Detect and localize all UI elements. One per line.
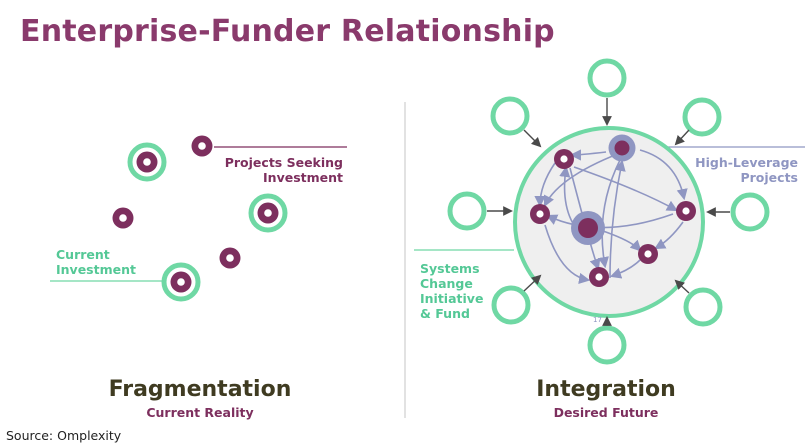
high-leverage-project-node <box>571 211 605 245</box>
source-credit: Source: Omplexity <box>6 428 122 443</box>
page-title: Enterprise-Funder Relationship <box>20 14 555 49</box>
fragmentation-subheading: Current Reality <box>146 405 254 420</box>
funder-ring <box>682 97 722 137</box>
funder-ring <box>491 285 531 325</box>
project-node <box>112 207 134 229</box>
high-leverage-line-1: High-Leverage <box>695 155 798 170</box>
current-investment-label: Current Investment <box>56 247 166 277</box>
project-node <box>589 267 609 287</box>
projects-seeking-label: Projects Seeking Investment <box>210 155 343 185</box>
projects-seeking-line-2: Investment <box>263 170 343 185</box>
funder-ring <box>447 191 487 231</box>
project-node <box>676 201 696 221</box>
project-node <box>219 247 241 269</box>
funded-project-node <box>161 262 201 302</box>
integration-subheading: Desired Future <box>553 405 659 420</box>
integration-diagram <box>414 58 805 365</box>
funder-arrows <box>487 98 730 326</box>
fragmentation-diagram <box>50 135 347 302</box>
systems-change-initiative-label: Systems Change Initiative & Fund <box>420 261 500 321</box>
funded-project-node <box>127 142 167 182</box>
project-node <box>554 149 574 169</box>
funder-ring <box>683 287 723 327</box>
initiative-line-3: Initiative <box>420 291 484 306</box>
projects-seeking-line-1: Projects Seeking <box>224 155 343 170</box>
integration-heading: Integration <box>536 377 676 402</box>
project-node <box>191 135 213 157</box>
funder-ring <box>587 325 627 365</box>
project-node <box>530 204 550 224</box>
initiative-line-1: Systems <box>420 261 480 276</box>
funded-project-node <box>248 193 288 233</box>
current-investment-line-1: Current <box>56 247 110 262</box>
fragmentation-heading: Fragmentation <box>108 377 292 402</box>
page-number: 17 <box>593 316 602 324</box>
funder-ring <box>730 192 770 232</box>
funder-ring <box>587 58 627 98</box>
high-leverage-line-2: Projects <box>740 170 798 185</box>
current-investment-line-2: Investment <box>56 262 136 277</box>
funder-ring <box>490 96 530 136</box>
project-node <box>638 244 658 264</box>
initiative-line-2: Change <box>420 276 473 291</box>
high-leverage-project-node <box>608 134 636 162</box>
high-leverage-projects-label: High-Leverage Projects <box>690 155 798 185</box>
initiative-line-4: & Fund <box>420 306 470 321</box>
